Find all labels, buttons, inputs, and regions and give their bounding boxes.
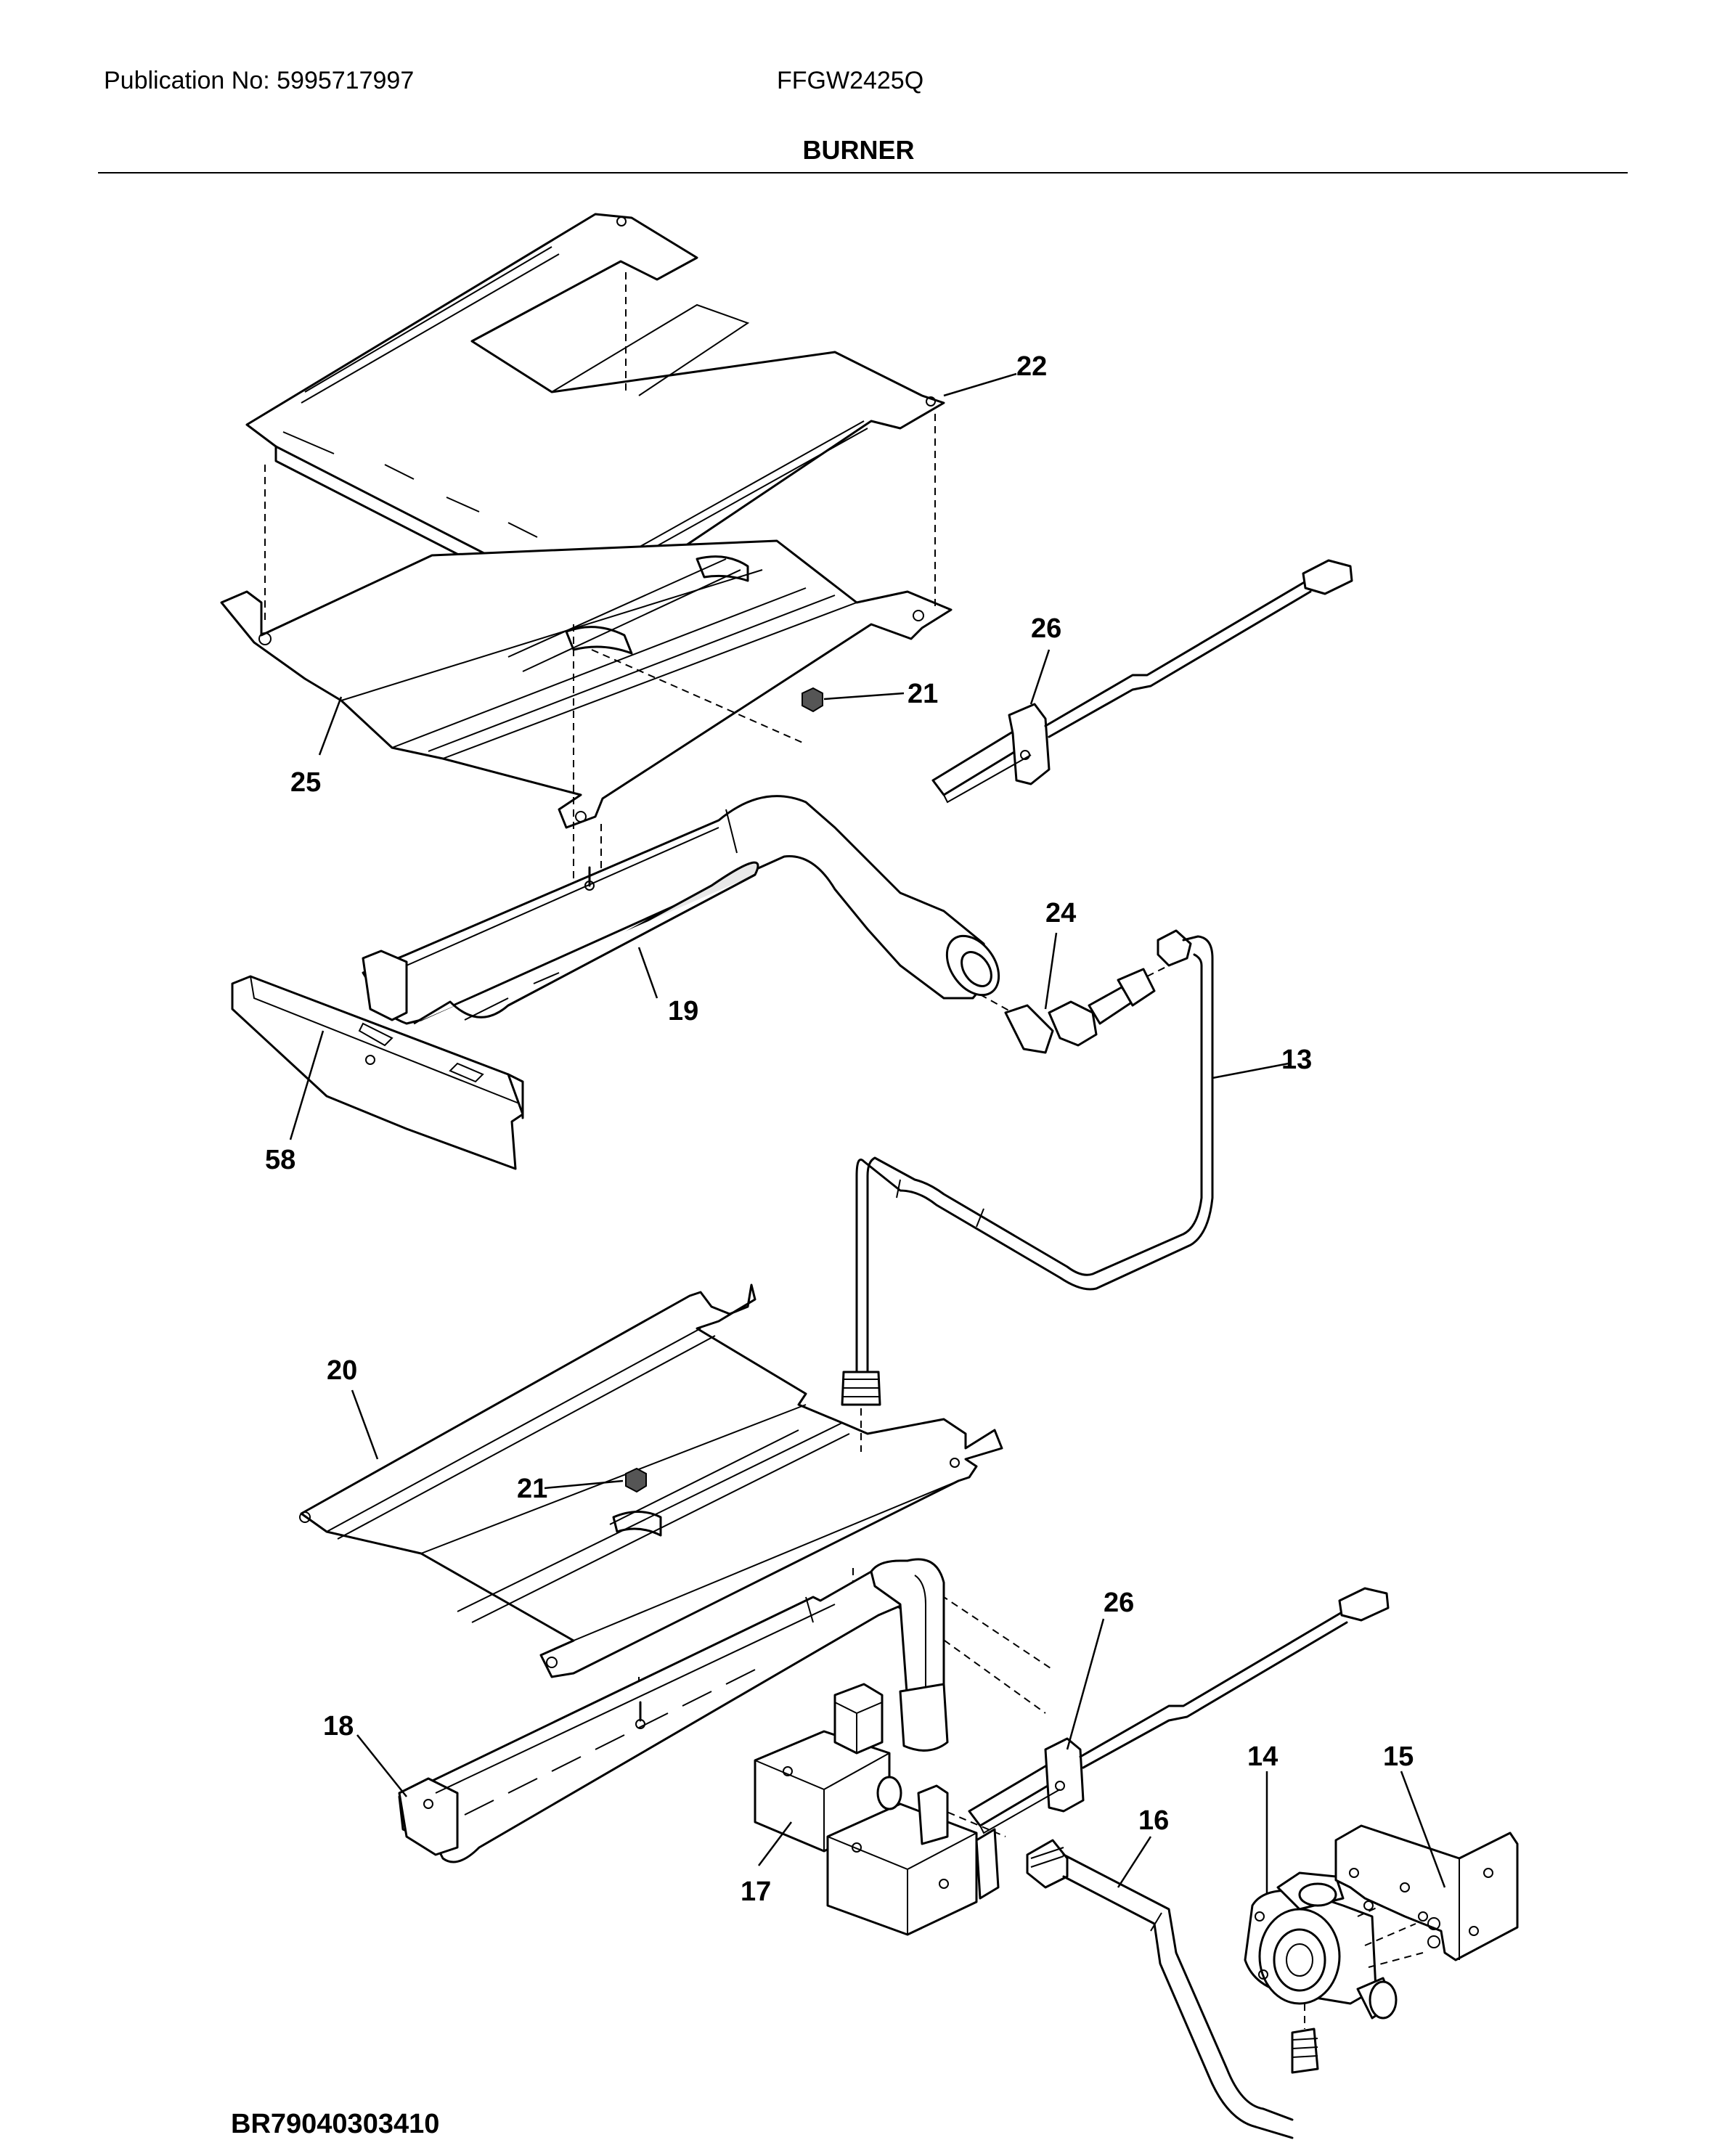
callout-15: 15 <box>1383 1741 1414 1772</box>
callout-21-upper: 21 <box>908 679 938 709</box>
part-58-bracket <box>231 975 524 1170</box>
callout-16: 16 <box>1138 1805 1169 1836</box>
part-20-lower-shield <box>299 1283 1003 1678</box>
callout-26-upper: 26 <box>1031 613 1061 644</box>
part-19-broil-burner <box>362 795 1000 1025</box>
part-13-gas-tube <box>841 929 1214 1406</box>
model-number: FFGW2425Q <box>777 67 924 94</box>
part-26-igniter-upper <box>931 559 1353 804</box>
callout-18: 18 <box>323 1711 354 1741</box>
publication-number: Publication No: 5995717997 <box>104 67 415 94</box>
part-24-orifice-fitting <box>979 961 1177 1054</box>
callout-labels: 22 26 21 25 24 19 13 58 20 21 26 18 14 1… <box>265 351 1414 1907</box>
callout-21-lower: 21 <box>517 1474 547 1504</box>
part-17-safety-valve <box>754 1683 1000 1936</box>
callout-13: 13 <box>1281 1045 1312 1075</box>
part-26-igniter-lower <box>968 1587 1390 1834</box>
callout-20: 20 <box>327 1355 357 1386</box>
header-rule <box>98 172 1628 173</box>
callout-25: 25 <box>290 767 321 798</box>
section-title: BURNER <box>802 135 915 165</box>
callout-14: 14 <box>1247 1741 1278 1772</box>
callout-26-lower: 26 <box>1104 1588 1134 1618</box>
part-16-supply-tube <box>1026 1839 1294 2139</box>
callout-leaders <box>289 372 1446 1895</box>
part-14-pressure-regulator <box>1244 1871 1424 2074</box>
callout-22: 22 <box>1016 351 1047 382</box>
callout-19: 19 <box>668 996 698 1026</box>
drawing-code: BR79040303410 <box>231 2109 440 2139</box>
part-15-regulator-bracket <box>1334 1824 1519 1961</box>
callout-58: 58 <box>265 1145 295 1175</box>
part-25-burner-shield <box>220 539 953 829</box>
part-21-nut-lower <box>625 1467 647 1493</box>
callout-17: 17 <box>741 1877 771 1907</box>
part-18-bake-burner <box>398 1558 949 1863</box>
callout-24: 24 <box>1045 898 1076 928</box>
upper-assembly-lines <box>264 272 936 886</box>
part-22-upper-shield <box>245 213 945 622</box>
part-21-nut-upper <box>802 687 823 713</box>
